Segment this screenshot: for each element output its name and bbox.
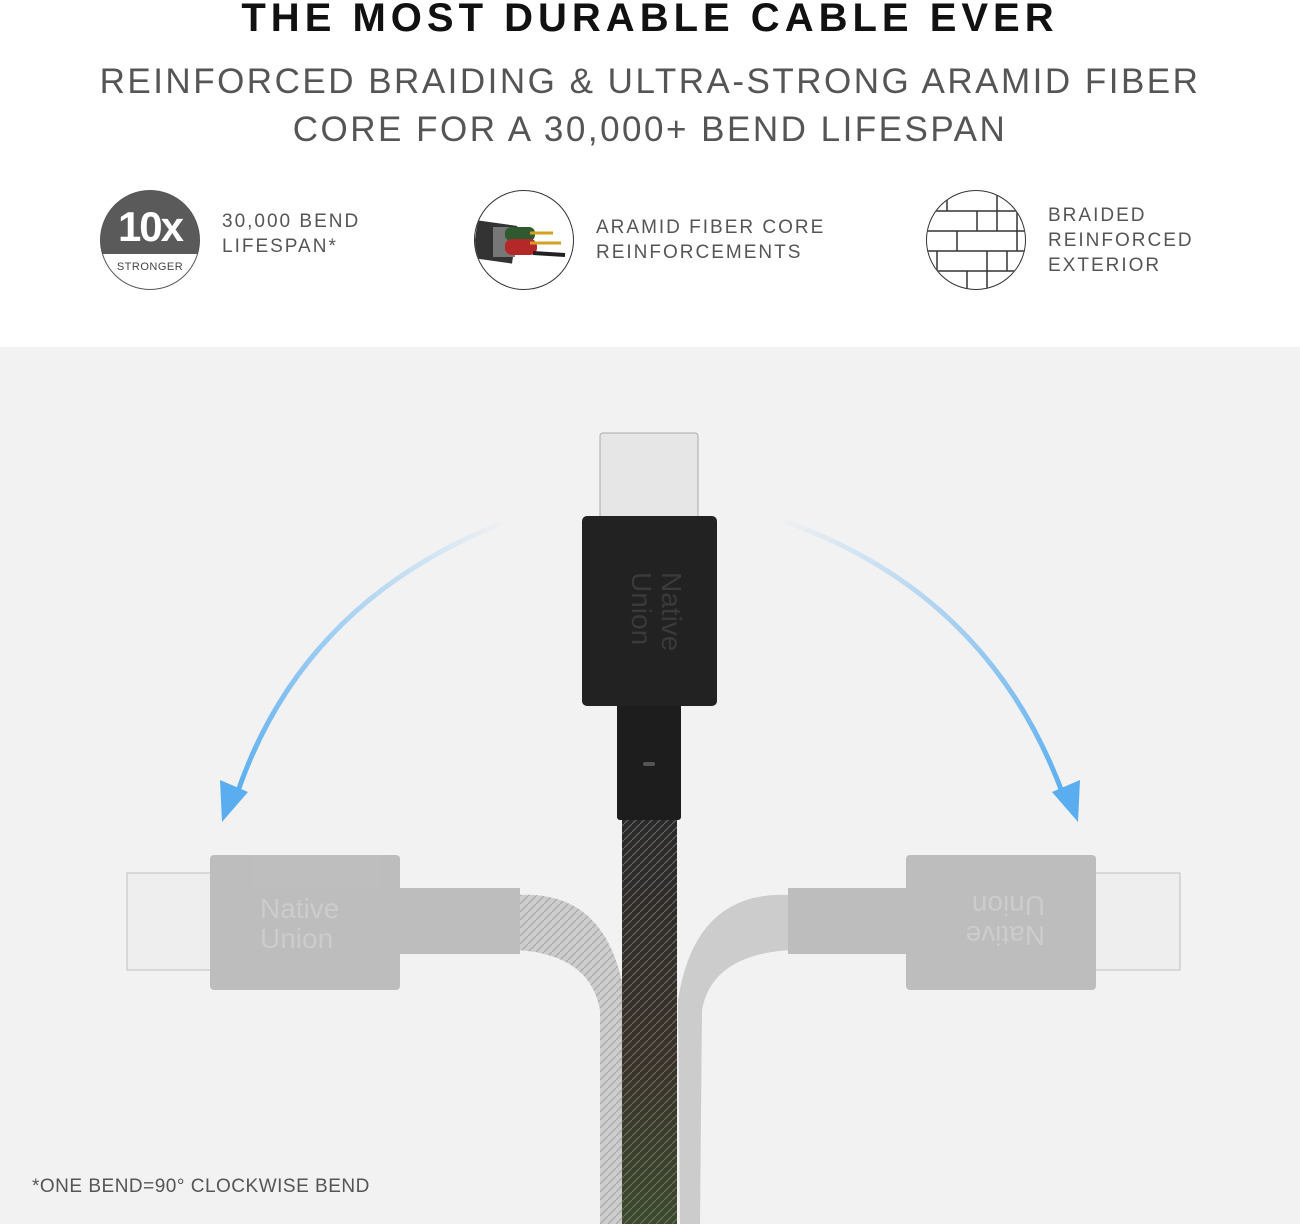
brand-text: Native [260, 893, 339, 924]
bend-arrow-left [232, 517, 511, 801]
arrow-head-right [1052, 780, 1080, 822]
feature-line: BRAIDED [1048, 204, 1147, 226]
strength-badge: 10x STRONGER [100, 190, 200, 290]
badge-caption: STRONGER [116, 261, 184, 273]
feature-line: REINFORCED [1048, 229, 1194, 251]
braid-pattern-icon [926, 190, 1026, 290]
subtitle: REINFORCED BRAIDING & ULTRA-STRONG ARAMI… [0, 58, 1300, 154]
feature-bend-lifespan: 10x STRONGER 30,000 BEND LIFESPAN* [100, 188, 360, 292]
cable-illustration: Native Union Native Union Native Union [126, 432, 1181, 1224]
feature-line: REINFORCEMENTS [596, 242, 803, 263]
brand-text: Union [972, 890, 1045, 921]
main-usb-c-connector: Native Union [582, 432, 717, 1224]
subtitle-line: CORE FOR A 30,000+ BEND LIFESPAN [292, 110, 1008, 149]
feature-aramid-core: ARAMID FIBER CORE REINFORCEMENTS [474, 188, 825, 292]
page-title: THE MOST DURABLE CABLE EVER [241, 0, 1059, 40]
brand-text: Union [260, 923, 333, 954]
arrow-head-left [220, 780, 248, 822]
bend-arrow-right [774, 515, 1068, 801]
footnote: *ONE BEND=90° CLOCKWISE BEND [32, 1176, 370, 1197]
ghost-connector-left: Native Union [126, 855, 625, 1224]
feature-line: 30,000 BEND [222, 211, 361, 232]
brand-text: Union [626, 572, 657, 645]
cable-cross-section-icon [474, 190, 574, 290]
feature-line: ARAMID FIBER CORE [596, 217, 826, 238]
cable-illustration-panel: Native Union Native Union Native Union [0, 347, 1300, 1224]
feature-braided-exterior: BRAIDED REINFORCED EXTERIOR [926, 188, 1194, 292]
brand-text: Native [656, 572, 687, 651]
subtitle-line: REINFORCED BRAIDING & ULTRA-STRONG ARAMI… [99, 62, 1201, 101]
ghost-connector-right: Native Union [678, 855, 1181, 1224]
feature-line: LIFESPAN* [222, 236, 338, 257]
badge-number: 10x [117, 203, 184, 250]
brand-text: Native [966, 920, 1045, 951]
feature-line: EXTERIOR [1048, 254, 1162, 276]
